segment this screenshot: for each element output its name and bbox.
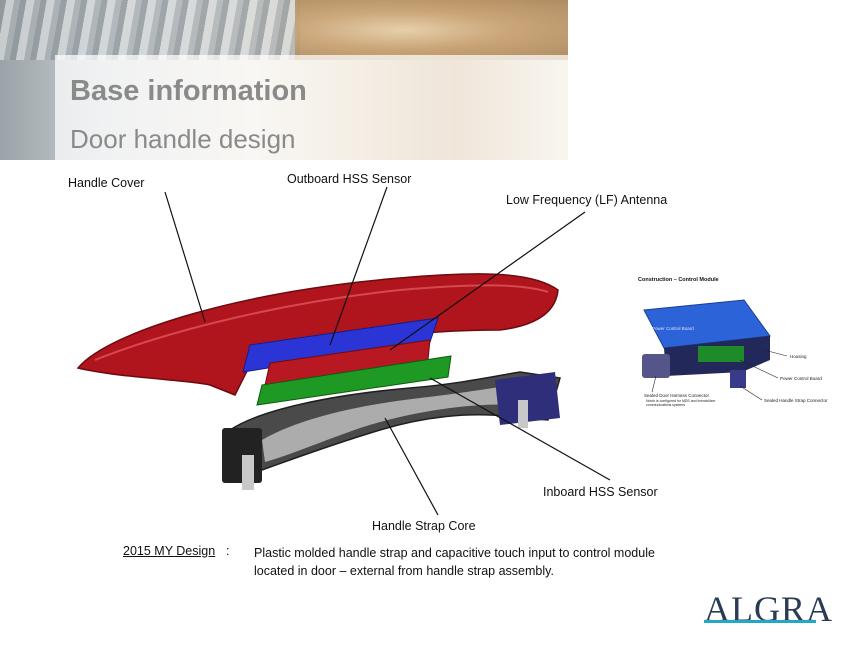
inset-housing-label: Housing: [790, 354, 807, 359]
leader-housing: [763, 349, 788, 357]
handle-cover-shape: [76, 273, 559, 396]
strap-end-stud-right: [518, 400, 528, 428]
title-panel: [55, 55, 568, 160]
strap-connector-shape: [730, 370, 746, 388]
leader-strap-core: [384, 417, 439, 516]
handle-strap-core-face: [262, 384, 520, 462]
strap-end-stud-left: [242, 455, 254, 490]
design-colon: :: [226, 544, 230, 558]
strap-end-block-right: [495, 372, 560, 425]
leader-strap-connector: [739, 385, 763, 401]
leader-lf-antenna: [389, 211, 586, 351]
label-strap-core: Handle Strap Core: [372, 519, 476, 533]
design-description: Plastic molded handle strap and capaciti…: [254, 546, 655, 578]
power-board-shape: [698, 346, 744, 362]
label-handle-cover: Handle Cover: [68, 176, 145, 190]
inset-power-board-label: Power Control Board: [780, 376, 822, 381]
inset-title: Construction – Control Module: [638, 277, 719, 283]
inboard-sensor-shape: [256, 355, 452, 406]
handle-cover-highlight: [94, 284, 549, 361]
label-outboard-hss: Outboard HSS Sensor: [287, 172, 412, 186]
inset-harness-connector-label: Sealed Door Harness Connector: [644, 393, 710, 398]
label-lf-antenna: Low Frequency (LF) Antenna: [506, 193, 668, 207]
fresco-hand-image: [295, 0, 568, 60]
slide-subtitle: Door handle design: [70, 124, 296, 154]
inset-top-label: Power Control Board: [652, 326, 694, 331]
header-banner: [0, 0, 568, 160]
leader-inboard-hss: [429, 377, 611, 481]
leader-outboard-hss: [329, 186, 388, 346]
inset-strap-connector-label: Sealed Handle Strap Connector: [764, 398, 828, 403]
label-inboard-hss: Inboard HSS Sensor: [543, 485, 658, 499]
design-year-label: 2015 MY Design: [123, 544, 216, 558]
leader-harness-connector: [651, 375, 657, 393]
slide-title: Base information: [70, 75, 307, 107]
algra-logo: ALGRA: [704, 589, 833, 629]
control-module-inset: [642, 299, 788, 401]
algra-logo-underline: [704, 620, 816, 623]
inset-harness-note: Notch is configured for MDS and Immobili…: [646, 399, 716, 407]
leader-power-board: [739, 359, 779, 379]
leader-handle-cover: [164, 191, 206, 323]
robot-hand-image: [0, 0, 300, 60]
harness-connector-shape: [642, 354, 670, 378]
